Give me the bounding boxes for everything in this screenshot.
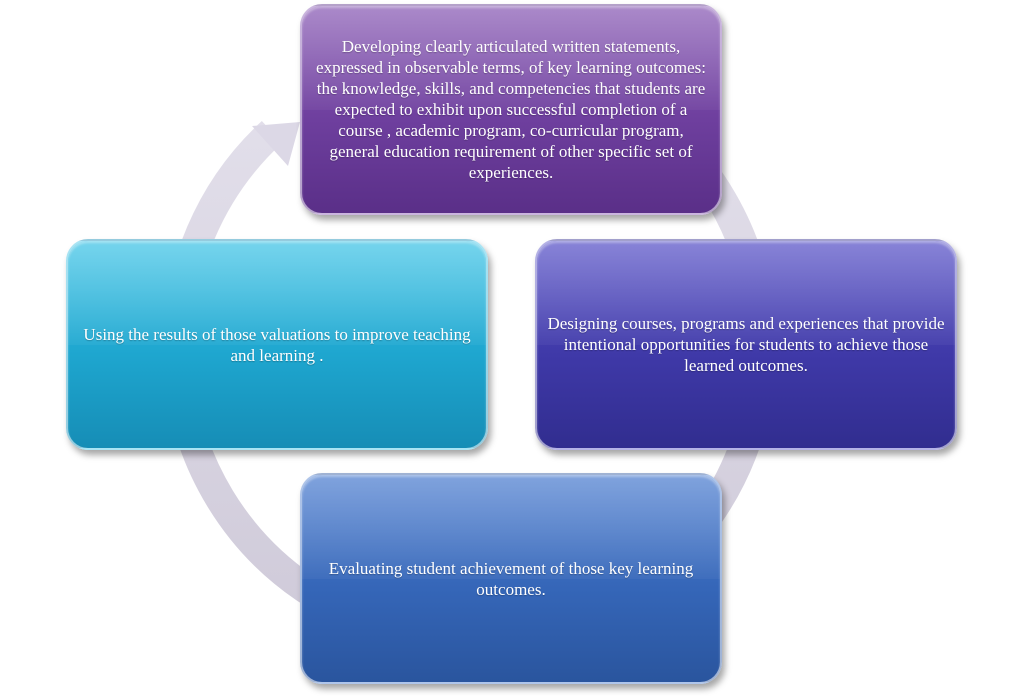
step-2-box: Designing courses, programs and experien… bbox=[535, 239, 957, 450]
cycle-arrow-head bbox=[252, 122, 300, 166]
step-4-box: Using the results of those valuations to… bbox=[66, 239, 488, 450]
step-4-text: Using the results of those valuations to… bbox=[83, 324, 471, 365]
step-3-box: Evaluating student achievement of those … bbox=[300, 473, 722, 684]
step-3-text: Evaluating student achievement of those … bbox=[328, 558, 694, 599]
step-2-text: Designing courses, programs and experien… bbox=[547, 314, 945, 375]
step-1-text: Developing clearly articulated written s… bbox=[316, 37, 706, 182]
step-1-box: Developing clearly articulated written s… bbox=[300, 4, 722, 215]
